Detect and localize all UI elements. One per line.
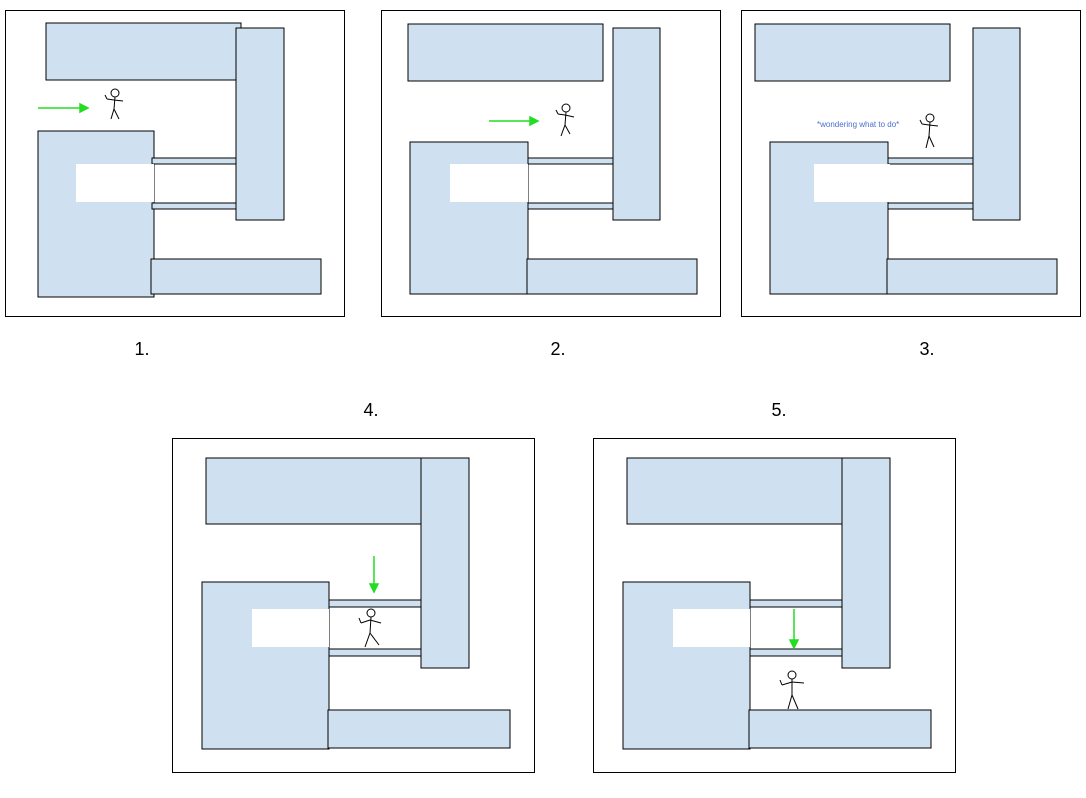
left-block	[201, 581, 330, 750]
lower-rail	[328, 648, 422, 657]
upper-rail	[887, 157, 974, 165]
opening	[76, 164, 154, 202]
lower-rail	[749, 648, 843, 657]
panel-2-label: 2.	[550, 339, 566, 359]
upper-rail	[151, 157, 237, 165]
left-block	[622, 581, 751, 750]
arrow-icon	[38, 102, 90, 114]
panel-2	[381, 10, 721, 317]
panel-3-scene: *wondering what to do*	[754, 23, 1058, 295]
left-block	[37, 130, 155, 298]
stick-figure-icon	[104, 88, 124, 120]
opening	[252, 609, 329, 647]
stick-figure-icon	[555, 103, 575, 137]
bottom-block	[886, 258, 1058, 295]
upper-rail	[328, 599, 422, 608]
panel-1-label: 1.	[134, 339, 150, 359]
bottom-block	[526, 258, 698, 295]
stick-figure-icon	[358, 608, 382, 648]
opening	[814, 164, 890, 202]
stick-figure-icon	[779, 670, 805, 710]
lower-rail	[887, 202, 974, 210]
opening	[673, 609, 750, 647]
panel-3: *wondering what to do*	[741, 10, 1081, 317]
thought-text: *wondering what to do*	[817, 120, 899, 129]
top-block	[754, 23, 951, 82]
panel-3-label: 3.	[919, 339, 935, 359]
right-block	[235, 27, 285, 221]
panel-4	[172, 438, 535, 773]
right-block	[612, 27, 661, 221]
stick-figure-icon	[919, 113, 939, 149]
bottom-block	[327, 709, 511, 749]
right-block	[841, 457, 891, 669]
panel-2-scene	[407, 23, 698, 295]
panel-5	[593, 438, 956, 773]
bottom-block	[748, 709, 932, 749]
lower-rail	[527, 202, 614, 210]
panel-4-scene	[201, 457, 511, 750]
panel-1	[5, 10, 345, 317]
panel-5-label: 5.	[771, 400, 787, 420]
top-block	[407, 23, 604, 82]
top-block	[205, 457, 423, 525]
top-block	[626, 457, 844, 525]
opening	[450, 164, 528, 202]
panel-1-scene	[37, 22, 322, 298]
top-block	[45, 22, 242, 81]
right-block	[972, 27, 1021, 221]
bottom-block	[150, 258, 322, 295]
right-block	[420, 457, 470, 669]
upper-rail	[527, 157, 614, 165]
arrow-icon	[489, 115, 540, 127]
arrow-icon	[788, 609, 800, 650]
lower-rail	[151, 202, 237, 210]
panel-4-label: 4.	[363, 400, 379, 420]
upper-rail	[749, 599, 843, 608]
panel-5-scene	[622, 457, 932, 750]
arrow-icon	[368, 556, 380, 594]
